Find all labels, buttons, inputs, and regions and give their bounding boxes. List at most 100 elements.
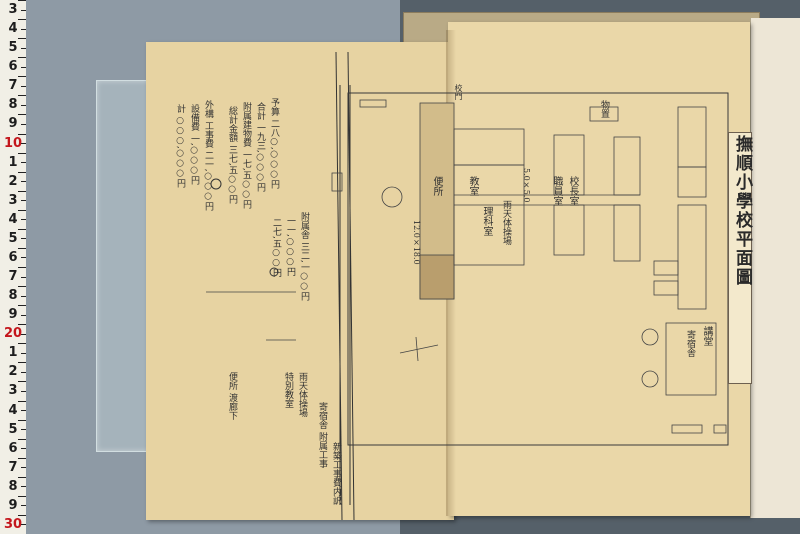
ruler-number: 20 <box>3 326 23 342</box>
ruler-tick <box>18 514 26 516</box>
ruler-tick <box>18 400 26 402</box>
right-page <box>448 22 750 516</box>
ruler-tick <box>18 171 26 173</box>
plan-label-h: 物置 <box>599 100 609 118</box>
ruler-tick <box>18 228 26 230</box>
ruler-tick <box>21 257 26 259</box>
ruler-tick <box>21 314 26 316</box>
ruler-number: 7 <box>8 269 18 284</box>
ruler-tick <box>21 104 26 106</box>
ruler-tick <box>21 9 26 11</box>
ruler-tick <box>21 200 26 202</box>
ruler-tick <box>21 181 26 183</box>
ruler-tick <box>18 133 26 135</box>
ruler-tick <box>21 486 26 488</box>
school-floor-plan <box>331 85 729 505</box>
ruler-tick <box>18 381 26 383</box>
ruler-number: 6 <box>8 249 18 265</box>
plan-label-b: 教室 <box>467 176 478 196</box>
left-page-marks <box>206 51 355 520</box>
ruler-number: 10 <box>3 135 23 151</box>
ruler-tick <box>21 390 26 392</box>
ruler-number: 8 <box>8 288 18 304</box>
ruler-tick <box>18 209 26 211</box>
ruler-tick <box>21 352 26 354</box>
ruler-tick <box>18 114 26 116</box>
plan-label-f: 講堂 <box>701 326 712 346</box>
left-text-col2: 合計 一九三,○○○円 <box>255 102 265 192</box>
ruler-tick <box>21 66 26 68</box>
left-text-col15: 新築工事費内訳 <box>331 442 341 505</box>
ruler-tick <box>21 85 26 87</box>
left-page: 予算 二八○,○○○円 合計 一九三,○○○円 附属建物費 一七,五○○円 総計… <box>146 42 454 520</box>
ruler-tick <box>21 143 26 145</box>
left-text-col1: 予算 二八○,○○○円 <box>269 98 279 189</box>
ruler-tick <box>18 362 26 364</box>
plan-label-e: 校長室 <box>567 176 578 206</box>
left-text-col6: 設備費 一,○○○円 <box>189 104 199 185</box>
ruler-tick <box>18 152 26 154</box>
ruler-number: 2 <box>8 173 18 189</box>
ruler-tick <box>21 448 26 450</box>
left-text-col3: 附属建物費 一七,五○○円 <box>241 102 251 209</box>
left-text-col5: 外構 工事費 二一,○○○円 <box>203 100 213 211</box>
ruler-tick <box>18 190 26 192</box>
ruler-tick <box>21 162 26 164</box>
ruler-number: 9 <box>8 307 18 323</box>
ruler-tick <box>18 286 26 288</box>
ruler-tick <box>18 267 26 268</box>
plan-label-i: 雨天体操場 <box>501 200 511 245</box>
ruler-tick <box>18 457 26 459</box>
plan-label-j: 5.0×5.0 <box>522 168 531 203</box>
ruler-tick <box>18 57 26 59</box>
left-text-col12: 特別教室 <box>283 372 293 408</box>
ruler-number: 6 <box>8 59 18 75</box>
ruler-number: 3 <box>8 383 18 399</box>
ruler-number: 4 <box>8 402 18 418</box>
ruler-tick <box>21 295 26 297</box>
ruler-tick <box>21 47 26 49</box>
ruler-tick <box>18 495 26 497</box>
left-text-col13: 寄宿舎 附属工事 <box>317 402 327 468</box>
ruler-tick <box>21 276 26 278</box>
ruler-tick <box>18 324 26 326</box>
ruler-number: 7 <box>8 459 18 475</box>
ruler-number: 9 <box>8 497 18 513</box>
left-text-col8: 附属舎 三二,一○○円 <box>299 212 309 301</box>
document-title-strip: 撫順小學校平面圖 <box>728 132 752 384</box>
ruler-tick <box>18 343 26 345</box>
ruler-number: 1 <box>8 345 18 361</box>
ruler-tick <box>18 38 26 40</box>
ruler-number: 8 <box>8 478 18 494</box>
ruler-tick <box>18 76 26 78</box>
ruler-number: 4 <box>8 21 18 37</box>
ruler-tick <box>18 95 26 97</box>
ruler-tick <box>18 419 26 421</box>
left-text-col7: 計 ○○○,○○○円 <box>175 104 185 188</box>
ruler-tick <box>21 219 26 221</box>
ruler-tick <box>18 305 26 307</box>
ruler-number: 7 <box>8 78 18 94</box>
left-text-col10: 二七,五○○円 <box>271 218 281 277</box>
ruler-number: 30 <box>3 516 23 532</box>
ruler-tick <box>21 123 26 125</box>
ruler-number: 2 <box>8 364 18 380</box>
next-page-edge <box>750 18 800 518</box>
ruler-number: 5 <box>8 40 18 56</box>
ruler-number: 3 <box>8 192 18 208</box>
ruler-tick <box>18 19 26 21</box>
ruler-number: 1 <box>8 154 18 170</box>
ruler-tick <box>21 505 26 507</box>
ruler-number: 5 <box>8 421 18 437</box>
ruler-number: 4 <box>8 211 18 227</box>
ruler-tick <box>21 371 26 373</box>
ruler-number: 9 <box>8 116 18 132</box>
ruler-number: 6 <box>8 440 18 456</box>
ruler-number: 5 <box>8 230 18 246</box>
plan-label-k: 12.0×18.0 <box>412 220 421 265</box>
ruler-tick <box>18 0 26 1</box>
ruler-number: 8 <box>8 97 18 113</box>
ruler-tick <box>21 333 26 335</box>
ruler-tick <box>18 476 26 478</box>
